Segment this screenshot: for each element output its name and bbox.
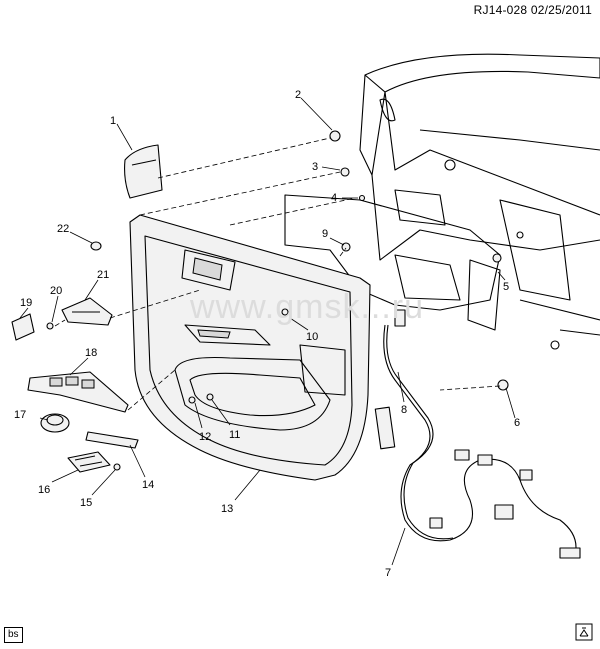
callout-8: 8 (401, 404, 407, 416)
bezel-strip-14 (85, 431, 139, 449)
document-icon (575, 623, 593, 641)
water-deflector (284, 194, 501, 311)
callout-19: 19 (20, 297, 32, 309)
diagram-code: RJ14-028 02/25/2011 (473, 3, 592, 17)
callout-12: 12 (199, 431, 211, 443)
callout-6: 6 (514, 417, 520, 429)
callout-18: 18 (85, 347, 97, 359)
callout-20: 20 (50, 285, 62, 297)
wiring-harness (374, 309, 581, 559)
callout-22: 22 (57, 223, 69, 235)
footer-badge: bs (4, 627, 23, 643)
window-switch-assembly (27, 371, 129, 413)
door-trim-panel (129, 214, 371, 481)
handle-bezel-19 (11, 313, 35, 341)
callout-11: 11 (229, 429, 240, 441)
callout-2: 2 (295, 89, 301, 101)
mirror-patch (124, 144, 163, 199)
callout-21: 21 (97, 269, 109, 281)
callout-10: 10 (306, 331, 318, 343)
inside-handle-21 (61, 297, 113, 326)
alignment-lines (54, 137, 501, 411)
callout-labels: 1 2 3 4 5 6 7 8 9 10 11 12 13 14 15 16 1… (14, 89, 520, 579)
watermark-text: www.gmsk...ru (190, 288, 425, 326)
switch-17 (40, 413, 70, 433)
callout-13: 13 (221, 503, 233, 515)
callout-7: 7 (385, 567, 391, 579)
fasteners (46, 130, 509, 471)
callout-14: 14 (142, 479, 154, 491)
callout-3: 3 (312, 161, 318, 173)
callout-1: 1 (110, 115, 116, 127)
callout-5: 5 (503, 281, 509, 293)
window-switch-16 (67, 451, 111, 473)
callout-15: 15 (80, 497, 92, 509)
callout-4: 4 (331, 192, 337, 204)
callout-16: 16 (38, 484, 50, 496)
callout-9: 9 (322, 228, 328, 240)
callout-17: 17 (14, 409, 26, 421)
leader-lines (19, 97, 516, 566)
